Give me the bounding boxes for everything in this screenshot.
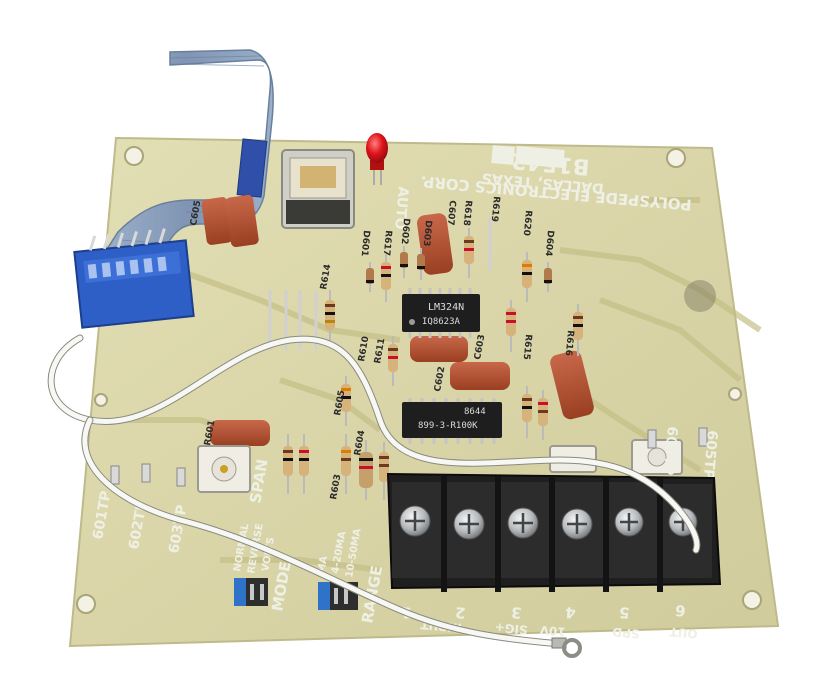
capacitor-c605b [225,194,259,248]
ic2-part-label: 899-3-R100K [418,421,478,431]
jumper-mode [234,578,268,606]
terminal-num-4: 4 [564,603,576,622]
r618-label: R618 [461,200,473,226]
r603-label: R603 [329,473,343,500]
resistor [464,228,474,278]
c607-label: C607 [445,200,457,226]
d604-label: D604 [543,230,555,257]
resistor [379,442,389,500]
mounting-holes [76,146,762,614]
diode [544,262,552,292]
ic-resistor-network: 8644 899-3-R100K [402,398,502,444]
ic1-part-label: LM324N [428,302,464,313]
diodes [366,246,552,292]
resistor [573,304,583,356]
auto-label: AUTO [391,186,411,231]
c605-label: C605 [189,200,203,227]
r614-label: R614 [319,263,333,290]
r619-label: R619 [489,196,501,222]
terminal-num-5: 5 [618,603,630,622]
resistor [506,300,516,352]
capacitor-c603 [410,336,468,362]
resistor [299,434,309,494]
terminal-num-2: 2 [454,603,466,622]
r616-label: R616 [563,330,575,356]
resistor [341,376,351,426]
terminal-num-6: 6 [674,601,686,620]
resistor [341,434,351,494]
test-points [110,427,708,487]
diode [417,248,425,280]
diode [400,246,408,278]
ribbon-connector [236,138,268,198]
r604-label: R604 [353,429,367,456]
c603-label: C603 [473,334,487,361]
capacitor-c607 [417,213,453,275]
tp605-label: 605TP [700,430,720,480]
r605-label: R605 [333,389,347,416]
axial-resistors [283,228,583,500]
film-capacitors [201,194,594,446]
part-number-block-1 [491,145,515,165]
diode [366,262,374,292]
ic2-date-label: 8644 [464,407,486,417]
capacitor-c602 [450,362,510,390]
resistor [283,434,293,494]
ring-terminal [551,637,582,658]
trimpot-604 [631,439,683,475]
white-wire [47,334,701,648]
d603-label: D603 [421,220,433,247]
sig-plus-label: SIG+ [494,620,528,637]
resistor [359,440,373,500]
dark-stain [684,280,716,312]
spd-label: SPD [612,625,641,641]
d601-label: D601 [359,230,371,257]
resistor [522,386,532,438]
r617-label: R617 [381,230,393,256]
terminal-num-3: 3 [510,603,522,622]
resistor [381,254,391,302]
r620-label: R620 [521,210,533,236]
part-number-block-2 [515,145,565,169]
r615-label: R615 [521,334,533,360]
tp604-label: 604TP [660,426,680,476]
dip-switch-block [73,228,195,329]
resistor [522,252,532,302]
r611-label: R611 [373,337,387,364]
r610-label: R610 [357,335,371,362]
capacitor-c601 [210,420,270,446]
out-label: OUT [668,624,698,640]
d602-label: D602 [399,218,411,245]
ic1-date-label: IQ8623A [422,317,461,327]
r601-label: R601 [203,419,217,446]
resistor [388,336,398,386]
terminal-block [386,472,722,592]
resistor [325,290,335,346]
capacitor-c612 [550,350,594,420]
red-led [366,133,388,185]
ten-v-label: 10V [538,623,566,639]
trimpot-span [197,445,251,493]
ic-lm324n: LM324N IQ8623A [402,288,480,338]
resistor [538,390,548,440]
c602-label: C602 [433,366,447,393]
capacitor-c605a [201,197,233,245]
relay [281,149,355,229]
